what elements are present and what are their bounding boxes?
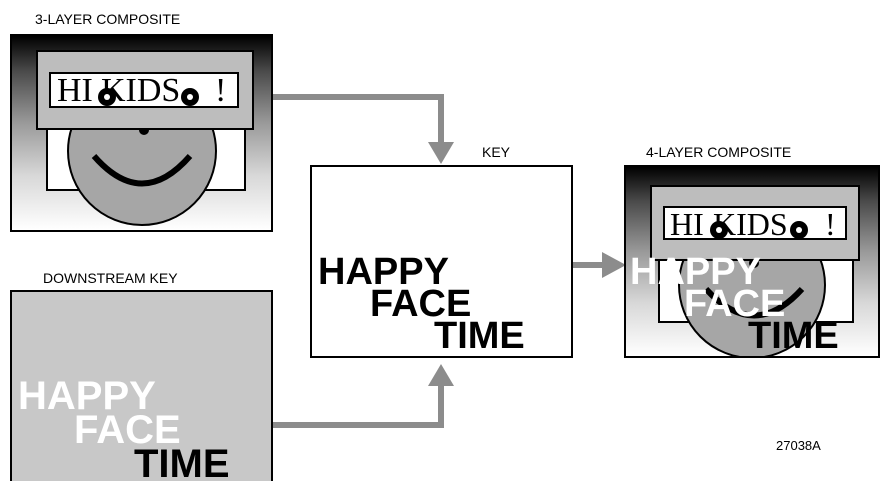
sign-text-bang: ! (215, 72, 227, 109)
right-eye-icon (181, 88, 199, 106)
key-text-happy: HAPPY (318, 251, 449, 293)
left-eye-icon (98, 88, 116, 106)
figure-id: 27038A (776, 438, 821, 453)
sign-inner: HI KIDS ! (49, 72, 239, 108)
overlay-text-happy: HAPPY (630, 251, 761, 293)
downstream-text-happy: HAPPY (18, 374, 156, 418)
arrow-composite-to-key (272, 94, 444, 143)
key-text-face: FACE (370, 283, 472, 325)
arrowhead-up (428, 364, 454, 386)
four-layer-composite-panel: HI KIDS ! HAPPY FACE TIME (624, 165, 880, 358)
key-panel: HAPPY FACE TIME (310, 165, 573, 358)
sign-frame: HI KIDS ! (650, 185, 860, 261)
three-layer-composite-label: 3-LAYER COMPOSITE (35, 11, 181, 27)
sign-inner: HI KIDS ! (663, 206, 847, 240)
sign-text-hi: HI (57, 72, 93, 109)
eyes (98, 88, 199, 106)
key-label: KEY (482, 144, 511, 160)
right-eye-icon (790, 221, 808, 239)
downstream-text-face: FACE (74, 408, 181, 452)
key-text-time: TIME (434, 315, 525, 357)
downstream-key-label: DOWNSTREAM KEY (43, 270, 178, 286)
four-layer-composite-label: 4-LAYER COMPOSITE (646, 144, 792, 160)
downstream-text-time: TIME (134, 442, 230, 481)
eyes (710, 221, 808, 239)
downstream-key-panel: HAPPY FACE TIME (10, 290, 273, 481)
smile-mouth (703, 286, 805, 319)
smile-mouth (91, 154, 193, 187)
arrowhead-down (428, 142, 454, 164)
overlay-text-time: TIME (748, 315, 839, 357)
overlay-text-face: FACE (684, 283, 786, 325)
three-layer-composite-panel: HI KIDS ! (10, 34, 273, 232)
arrow-downstream-to-key (272, 385, 444, 428)
sign-text-hi: HI (670, 206, 704, 242)
sign-frame: HI KIDS ! (36, 50, 254, 130)
left-eye-icon (710, 221, 728, 239)
arrowhead-right (602, 252, 626, 278)
sign-text-bang: ! (825, 206, 836, 242)
